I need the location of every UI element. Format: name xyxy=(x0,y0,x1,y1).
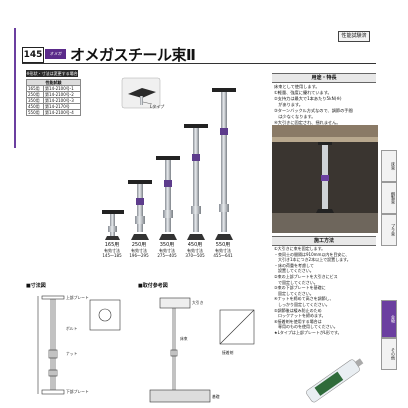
jack-size: 有効寸法 xyxy=(215,248,231,253)
title-rule xyxy=(22,63,376,64)
method-line: 設置してください。 xyxy=(274,268,314,274)
l-type-callout: Lタイプ xyxy=(150,104,165,109)
jack-size: 有効寸法 xyxy=(159,248,175,253)
method-line: ②束の上部プレートを大引きにビス xyxy=(274,273,338,279)
side-tab-other[interactable]: その他 xyxy=(381,338,397,370)
method-line: ⑥接着剤を使用する場合は xyxy=(274,318,322,324)
jack-label-165: 165用 有効寸法 145〜185 xyxy=(100,242,124,259)
jack-450 xyxy=(184,124,208,240)
ex-label: 基礎 xyxy=(212,394,220,399)
method-line: ④ナットを締めて高さを調節し、 xyxy=(274,296,334,302)
brand-tag: オメガ xyxy=(45,49,66,59)
method-line: 大引き1本につき2本以上で設置します。 xyxy=(274,257,351,263)
accent-bar xyxy=(14,28,16,148)
method-line: しっかり固定してください。 xyxy=(274,301,330,307)
method-line: 専用のものを使用してください。 xyxy=(274,324,338,330)
dimension-heading: ■寸法図 xyxy=(26,283,46,289)
ex-label: 床束 xyxy=(180,336,188,341)
use-line: ①軽量、強度に優れています。 xyxy=(274,90,332,95)
product-photo xyxy=(102,77,236,240)
method-line: 固定してください。 xyxy=(274,290,314,296)
jack-label-250: 250用 有効寸法 196〜295 xyxy=(126,242,152,259)
jack-label-550: 550用 有効寸法 455〜641 xyxy=(210,242,236,259)
jack-550 xyxy=(212,88,236,240)
table-row: 250用第14-2100号-2 xyxy=(25,91,81,98)
use-line: は少なくなります。 xyxy=(274,114,316,119)
side-tab-plastic-post[interactable]: プラ束 xyxy=(381,214,397,246)
use-line: 床束として使用します。 xyxy=(274,84,320,89)
method-line: ・床の荷重を考慮して xyxy=(274,262,314,268)
dim-label: ナット xyxy=(66,351,78,356)
jack-range: 145〜185 xyxy=(102,253,122,258)
side-tab-steel-post[interactable]: 鋼製束 xyxy=(381,182,397,214)
l-type-inset xyxy=(121,77,161,109)
jack-name: 250用 xyxy=(131,242,147,248)
certified-badge: 性能試験済 xyxy=(338,31,370,42)
use-line: ③ターンバックル方式なので、調節の手間 xyxy=(274,108,353,113)
jack-name: 165用 xyxy=(104,242,120,248)
method-line: ⑤調節後は緩み防止のため xyxy=(274,307,322,313)
jack-label-450: 450用 有効寸法 370〜505 xyxy=(182,242,208,259)
use-line: があります。 xyxy=(274,102,303,107)
dimension-drawing: 上部プレート ボルト ナット 下部プレート xyxy=(37,295,121,395)
jack-name: 350用 xyxy=(159,242,175,248)
example-heading: ■取付参考図 xyxy=(138,283,168,289)
use-line: ②支持力は最大で1本あたり5kN(※) xyxy=(274,96,342,101)
table-row: 350用第14-2100号-3 xyxy=(25,97,81,104)
jack-size: 有効寸法 xyxy=(104,248,120,253)
spec-cert: 第14-2100号-4 xyxy=(43,109,81,116)
jack-250 xyxy=(128,180,152,240)
method-line: ★Lタイプは上部プレートがL形です。 xyxy=(274,329,342,335)
jack-range: 370〜505 xyxy=(185,253,205,258)
jack-165 xyxy=(102,210,124,240)
method-line: ③束の下部プレートを基礎に xyxy=(274,285,326,291)
jack-name: 450用 xyxy=(187,242,203,248)
method-line: ・束同士の間隔は910mm以内を目安に、 xyxy=(274,251,350,257)
jack-size: 有効寸法 xyxy=(131,248,147,253)
spec-table: 性能試験 165用第14-2100号-1 250用第14-2100号-2 350… xyxy=(25,79,81,116)
ex-label: 接着剤 xyxy=(222,350,234,355)
dim-label: 上部プレート xyxy=(66,295,89,300)
dim-label: 下部プレート xyxy=(66,389,89,394)
method-section-heading: 施工方法 xyxy=(272,236,376,246)
use-line: ④大引きに固定され、揺れません。 xyxy=(274,120,341,125)
jack-range: 275〜405 xyxy=(157,253,177,258)
jack-range: 196〜295 xyxy=(129,253,149,258)
page-title: オメガスチール束Ⅱ xyxy=(70,46,196,64)
page-number: 145 xyxy=(22,47,44,63)
dim-label: ボルト xyxy=(66,326,78,331)
jack-name: 550用 xyxy=(215,242,231,248)
method-line: で固定してください。 xyxy=(274,279,318,285)
table-row: 165用第14-2100号-1 xyxy=(25,85,81,92)
installation-example-drawing: 大引き 床束 基礎 接着剤 xyxy=(149,297,255,403)
adhesive-tube-image xyxy=(306,358,364,403)
use-section-heading: 用途・特長 xyxy=(272,73,376,83)
side-tab-floor-post[interactable]: 床束 xyxy=(381,150,397,182)
jack-size: 有効寸法 xyxy=(187,248,203,253)
use-section-text: 床束として使用します。 ①軽量、強度に優れています。 ②支持力は最大で1本あたり… xyxy=(274,84,378,126)
method-line: ロックナットを締めます。 xyxy=(274,313,326,319)
ex-label: 大引き xyxy=(192,300,204,305)
spec-size: 550用 xyxy=(25,109,45,116)
jack-label-350: 350用 有効寸法 275〜405 xyxy=(154,242,180,259)
installation-photo xyxy=(272,125,378,233)
spec-caption: ※形状・寸法は変更する場合があります xyxy=(26,70,78,83)
side-tab-hardware[interactable]: 金物 xyxy=(381,300,397,338)
table-row: 550用第14-2100号-4 xyxy=(25,109,81,116)
jack-range: 455〜641 xyxy=(213,253,233,258)
method-line: ①大引きに束を固定します。 xyxy=(274,246,326,251)
method-section-text: ①大引きに束を固定します。 ・束同士の間隔は910mm以内を目安に、 大引き1本… xyxy=(274,246,378,336)
jack-350 xyxy=(156,156,180,240)
